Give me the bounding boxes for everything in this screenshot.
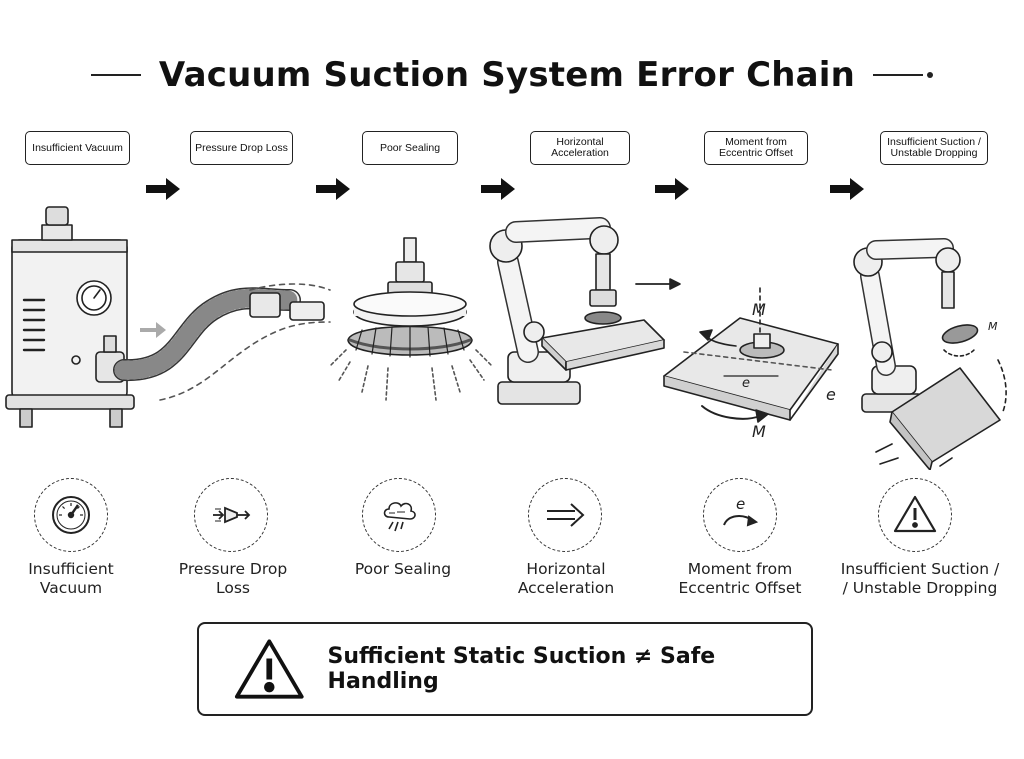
- double-arrow-icon: [547, 503, 585, 527]
- warning-icon: [893, 495, 937, 533]
- air-leak-icon: [383, 502, 416, 532]
- title-row: Vacuum Suction System Error Chain: [0, 50, 1024, 100]
- title-left-rule: [90, 74, 141, 76]
- process-illustrations: M e e M M: [5, 206, 1007, 470]
- step-label-unstable-dropping: Insufficient Suction / / Unstable Droppi…: [840, 560, 1000, 597]
- dropping-moment-label: M: [988, 320, 998, 333]
- flow-arrow-icon: [830, 178, 864, 200]
- vacuum-hose-illustration: [113, 283, 331, 401]
- flow-arrow-icon: [316, 178, 350, 200]
- eccentric-label-inner: e: [742, 376, 750, 391]
- step-label-insufficient-vacuum: Insufficient Vacuum: [28, 560, 114, 597]
- step-box-poor-sealing: Poor Sealing: [362, 131, 458, 165]
- step-icon-horizontal-acceleration: [528, 478, 602, 552]
- moment-label-bottom: M: [752, 422, 766, 441]
- leaking-suction-cup-illustration: [329, 237, 493, 401]
- step-label-eccentric-moment: Moment from Eccentric Offset: [678, 560, 802, 597]
- step-icon-insufficient-vacuum: [34, 478, 108, 552]
- banner-text: Sufficient Static Suction ≠ Safe Handlin…: [327, 644, 716, 694]
- step-box-horizontal-acceleration: Horizontal Acceleration: [530, 131, 630, 165]
- step-box-pressure-drop-loss: Pressure Drop Loss: [190, 131, 293, 165]
- robot-arm-acceleration-illustration: [489, 217, 681, 405]
- warning-triangle-icon: [234, 639, 304, 699]
- icon-e-label: e: [736, 495, 745, 513]
- step-icon-unstable-dropping: [878, 478, 952, 552]
- pressure-drop-icon: [213, 506, 251, 524]
- step-label-poor-sealing: Poor Sealing: [354, 560, 452, 578]
- page-title: Vacuum Suction System Error Chain: [158, 55, 856, 95]
- step-icon-eccentric-moment: e: [703, 478, 777, 552]
- moment-label-top: M: [752, 300, 766, 319]
- step-label-pressure-drop-loss: Pressure Drop Loss: [178, 560, 288, 597]
- step-label-horizontal-acceleration: Horizontal Acceleration: [517, 560, 615, 597]
- key-takeaway-banner: Sufficient Static Suction ≠ Safe Handlin…: [197, 622, 813, 716]
- title-right-rule: [873, 74, 924, 76]
- eccentric-plate-illustration: [663, 287, 839, 423]
- flow-arrow-icon: [655, 178, 689, 200]
- step-box-eccentric-moment: Moment from Eccentric Offset: [704, 131, 808, 165]
- eccentric-moment-icon: e: [723, 495, 759, 527]
- flow-indicator-icon: [140, 322, 166, 338]
- step-box-unstable-dropping: Insufficient Suction / Unstable Dropping: [880, 131, 988, 165]
- step-icon-pressure-drop: [194, 478, 268, 552]
- step-icon-poor-sealing: [362, 478, 436, 552]
- flow-arrow-icon: [146, 178, 180, 200]
- pressure-gauge-icon: [52, 496, 90, 534]
- robot-arm-dropping-illustration: [853, 238, 1007, 470]
- eccentric-label-outer: e: [826, 385, 836, 404]
- vacuum-pump-illustration: [5, 206, 135, 428]
- title-dot: [927, 72, 934, 78]
- step-box-insufficient-vacuum: Insufficient Vacuum: [25, 131, 130, 165]
- flow-arrow-icon: [481, 178, 515, 200]
